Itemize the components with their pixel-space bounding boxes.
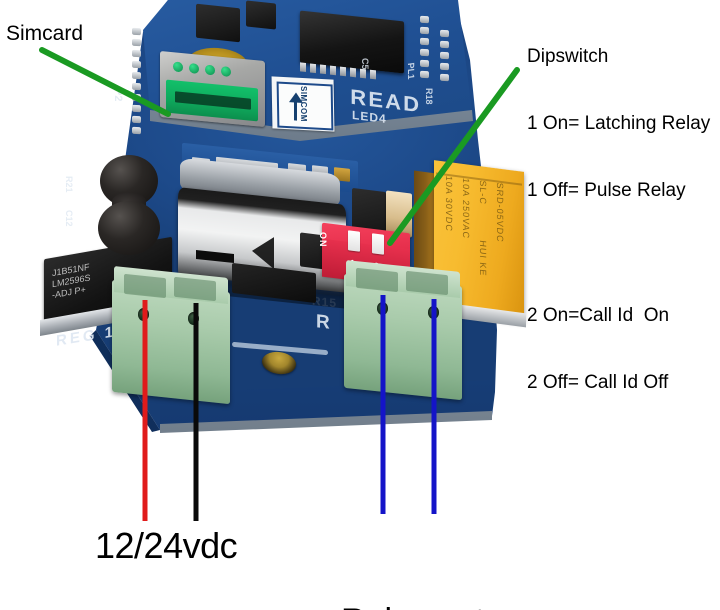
silkscreen-r18: R18	[424, 88, 434, 105]
dip-switch-on-label: ON	[318, 232, 328, 248]
dipswitch-line-1: 1 On= Latching Relay	[527, 113, 711, 135]
header-pins-left	[132, 27, 141, 139]
dipswitch-line-2: 1 Off= Pulse Relay	[527, 180, 686, 202]
relay-output-label: Relay out Max 3 Amp	[341, 518, 511, 610]
dipswitch-spacer	[527, 247, 710, 261]
relay-print-col-2: 10A 250VAC	[461, 177, 471, 240]
capacitor-polarity-chevron	[252, 234, 274, 270]
silkscreen-p2: P2	[112, 88, 124, 102]
silkscreen-c5: C5	[360, 58, 370, 70]
dipswitch-line-4: 2 Off= Call Id Off	[527, 372, 669, 394]
relay-print-col-3: SL-C	[478, 179, 488, 206]
transistor-1	[196, 3, 240, 43]
dip-switch-lever-1[interactable]	[348, 230, 360, 252]
transistor-2	[246, 0, 276, 30]
relay-brand-text: HUI KE	[478, 239, 488, 278]
dipswitch-title: Dipswitch	[527, 46, 609, 68]
dipswitch-line-3: 2 On=Call Id On	[527, 305, 670, 327]
relay-terminal-hole-1[interactable]	[377, 302, 388, 315]
silkscreen-left-1: R21	[64, 176, 74, 193]
simcard-label: Simcard	[6, 22, 84, 45]
header-pins-right	[420, 15, 429, 83]
relay-output-label-line-1: Relay out	[341, 601, 511, 610]
silkscreen-pl1: PL1	[406, 62, 416, 80]
dip-switch-lever-2[interactable]	[372, 233, 384, 255]
silkscreen-r: R	[316, 311, 330, 334]
relay-print-col-4: SRD-05VDC	[495, 181, 505, 244]
power-terminal-hole-2[interactable]	[188, 312, 199, 325]
relay-print-col-1: 10A 30VDC	[444, 175, 454, 233]
header-pins-right-2	[440, 29, 449, 86]
silkscreen-left-2: C12	[64, 210, 74, 227]
power-input-label: 12/24vdc	[95, 525, 238, 566]
inductor-choke	[98, 155, 160, 255]
relay-terminal-hole-2[interactable]	[428, 306, 439, 319]
sticker-brand-text: SIMCOM	[299, 86, 308, 122]
power-terminal-hole-1[interactable]	[138, 308, 149, 321]
dipswitch-annotation-block: Dipswitch 1 On= Latching Relay 1 Off= Pu…	[527, 2, 710, 439]
